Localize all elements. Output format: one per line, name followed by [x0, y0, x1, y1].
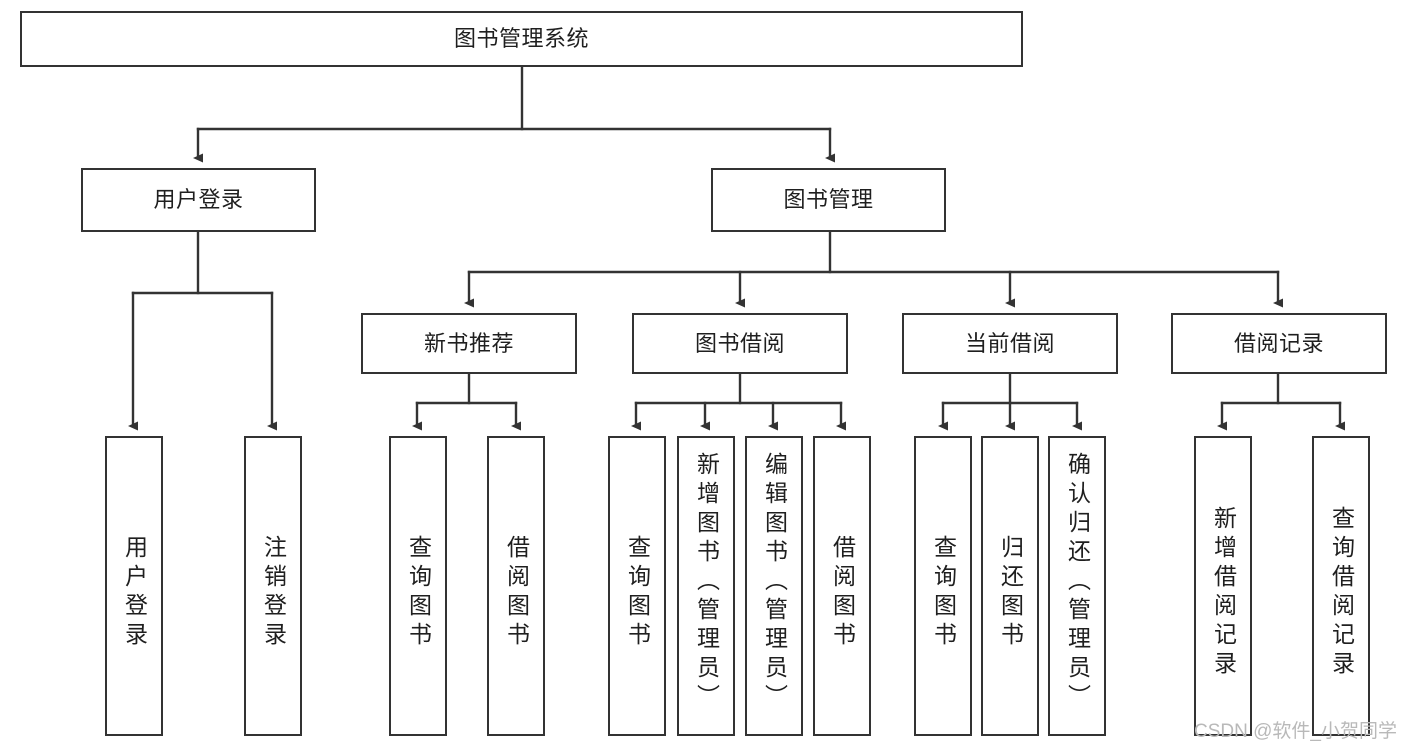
node-label: 查询图书: [624, 535, 651, 651]
leaf-user-login[interactable]: 用户登录: [105, 436, 163, 736]
leaf-borrow-book-recommend[interactable]: 借阅图书: [487, 436, 545, 736]
node-label: 新增借阅记录: [1210, 506, 1237, 680]
node-label: 新书推荐: [423, 330, 514, 356]
node-label: 归还图书: [997, 535, 1024, 651]
node-label: 借阅图书: [829, 535, 856, 651]
leaf-confirm-return-admin[interactable]: 确认归还（管理员）: [1048, 436, 1106, 736]
node-root-book-management-system[interactable]: 图书管理系统: [20, 11, 1023, 67]
node-label: 确认归还（管理员）: [1064, 452, 1091, 713]
node-label: 借阅图书: [503, 535, 530, 651]
node-label: 图书管理系统: [453, 26, 589, 52]
csdn-watermark: CSDN @软件_小贺同学: [1194, 721, 1397, 742]
leaf-query-book-recommend[interactable]: 查询图书: [389, 436, 447, 736]
node-label: 用户登录: [153, 187, 244, 213]
node-current-borrow[interactable]: 当前借阅: [902, 313, 1118, 374]
node-label: 图书管理: [783, 187, 874, 213]
node-borrow-record[interactable]: 借阅记录: [1171, 313, 1387, 374]
leaf-add-borrow-record[interactable]: 新增借阅记录: [1194, 436, 1252, 736]
node-label: 用户登录: [121, 535, 148, 651]
node-label: 新增图书（管理员）: [693, 452, 720, 713]
leaf-borrow-book[interactable]: 借阅图书: [813, 436, 871, 736]
node-new-book-recommend[interactable]: 新书推荐: [361, 313, 577, 374]
node-label: 编辑图书（管理员）: [761, 452, 788, 713]
node-user-login[interactable]: 用户登录: [81, 168, 316, 232]
node-label: 查询借阅记录: [1328, 506, 1355, 680]
node-label: 借阅记录: [1233, 330, 1324, 356]
node-label: 查询图书: [930, 535, 957, 651]
leaf-logout-login[interactable]: 注销登录: [244, 436, 302, 736]
node-label: 图书借阅: [694, 330, 785, 356]
node-label: 查询图书: [405, 535, 432, 651]
node-book-borrow[interactable]: 图书借阅: [632, 313, 848, 374]
node-label: 注销登录: [260, 535, 287, 651]
leaf-query-book-borrow[interactable]: 查询图书: [608, 436, 666, 736]
leaf-return-book[interactable]: 归还图书: [981, 436, 1039, 736]
leaf-query-book-current[interactable]: 查询图书: [914, 436, 972, 736]
leaf-edit-book-admin[interactable]: 编辑图书（管理员）: [745, 436, 803, 736]
leaf-query-borrow-record[interactable]: 查询借阅记录: [1312, 436, 1370, 736]
leaf-add-book-admin[interactable]: 新增图书（管理员）: [677, 436, 735, 736]
node-book-management[interactable]: 图书管理: [711, 168, 946, 232]
node-label: 当前借阅: [964, 330, 1055, 356]
